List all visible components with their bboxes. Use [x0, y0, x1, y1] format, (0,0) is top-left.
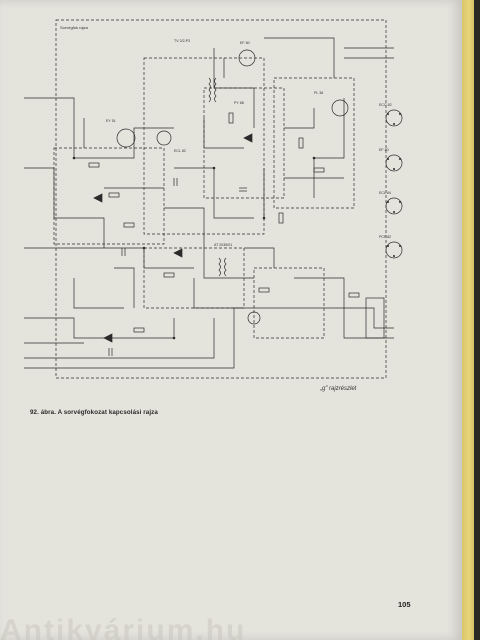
- schematic-box-title: Sorvégfok rajza: [60, 25, 89, 30]
- book-page: Sorvégfok rajza TV 2/2-P3 EY 51 ECL 82 P…: [0, 0, 462, 640]
- schematic-label-top-part: TV 2/2-P3: [174, 39, 190, 43]
- page-number: 105: [398, 600, 411, 609]
- circuit-schematic: Sorvégfok rajza TV 2/2-P3 EY 51 ECL 82 P…: [14, 18, 412, 400]
- figure-caption: 92. ábra. A sorvégfokozat kapcsolási raj…: [30, 409, 158, 416]
- schematic-label-transformer: AT 2035/01: [214, 243, 232, 247]
- drawing-detail-label: „g” rajzrészlet: [320, 386, 357, 392]
- schematic-label-tube2: ECL 82: [174, 149, 186, 153]
- schematic-label-right-3: ECL 84: [379, 191, 391, 195]
- schematic-label-valve-a: PY 88: [234, 101, 244, 105]
- schematic-label-right-4: PCF 82: [379, 235, 391, 239]
- schematic-label-tube3: PL 36: [314, 91, 323, 95]
- schematic-label-right-2: EF 80: [379, 148, 389, 152]
- book-spine-shadow: [474, 0, 480, 640]
- schematic-drawing: Sorvégfok rajza TV 2/2-P3 EY 51 ECL 82 P…: [24, 19, 403, 379]
- schematic-label-tube1: EY 51: [106, 119, 116, 123]
- watermark: Antikvárium.hu: [0, 616, 247, 640]
- schematic-label-right-1: ECC 82: [379, 103, 392, 107]
- schematic-label-tube4: EF 80: [240, 41, 250, 45]
